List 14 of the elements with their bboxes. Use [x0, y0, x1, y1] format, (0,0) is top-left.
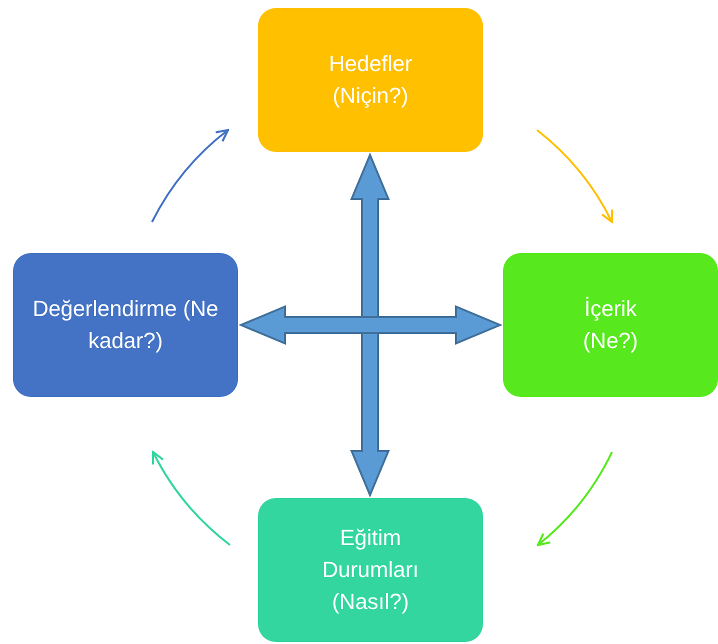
process-box [258, 8, 483, 152]
curved-arrow [536, 452, 613, 546]
box-label: Hedefler (Niçin?) [328, 50, 414, 110]
box-label: Değerlendirme (Ne kadar?) [32, 295, 220, 355]
curved-arrow [536, 129, 614, 224]
process-box [503, 253, 718, 397]
double-block-arrow [238, 305, 503, 345]
curved-arrow [152, 450, 231, 546]
box-label: İçerik (Ne?) [582, 295, 639, 355]
process-box [13, 253, 238, 397]
box-label: Eğitim Durumları (Nasıl?) [321, 524, 420, 616]
curved-arrow [151, 128, 230, 222]
process-box [258, 498, 483, 642]
double-block-arrow [350, 152, 390, 498]
